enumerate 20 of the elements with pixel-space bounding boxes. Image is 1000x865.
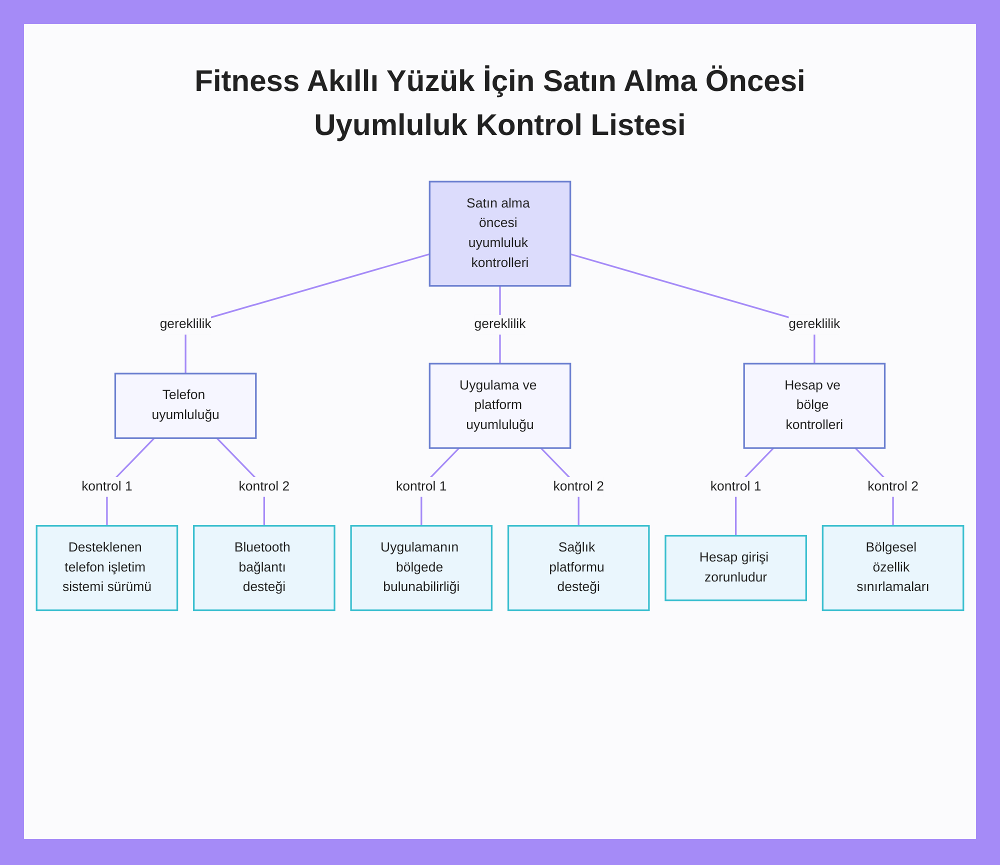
edge-label: kontrol 1 xyxy=(396,480,447,494)
edge-label: kontrol 2 xyxy=(238,480,290,494)
node-box: Hesap ve bölge kontrolleri xyxy=(743,362,886,449)
node-box: Bluetooth bağlantı desteği xyxy=(193,525,336,612)
node-box: Hesap girişi zorunludur xyxy=(664,534,807,602)
edge-label: kontrol 1 xyxy=(82,480,132,494)
edge-label: gereklilik xyxy=(474,317,526,332)
node-box: Uygulamanın bölgede bulunabilirliği xyxy=(350,525,493,612)
node-box: Sağlık platformu desteği xyxy=(507,525,650,612)
title: Fitness Akıllı Yüzük İçin Satın Alma Öncesi Uyumluluk Kontrol Listesi xyxy=(194,64,806,144)
node-box: Satın alma öncesi uyumluluk kontrolleri xyxy=(428,180,572,287)
edge-label: gereklilik xyxy=(788,317,840,332)
node-box: Bölgesel özellik sınırlamaları xyxy=(822,525,964,612)
node-box: Telefon uyumluluğu xyxy=(114,372,257,439)
edge-label: kontrol 2 xyxy=(868,480,918,494)
node-box: Desteklenen telefon işletim sistemi sürümü xyxy=(36,525,178,612)
edge-label: kontrol 1 xyxy=(710,480,762,494)
edge-label: gereklilik xyxy=(160,317,212,332)
edge-label: kontrol 2 xyxy=(553,480,604,494)
node-box: Uygulama ve platform uyumluluğu xyxy=(428,362,572,449)
